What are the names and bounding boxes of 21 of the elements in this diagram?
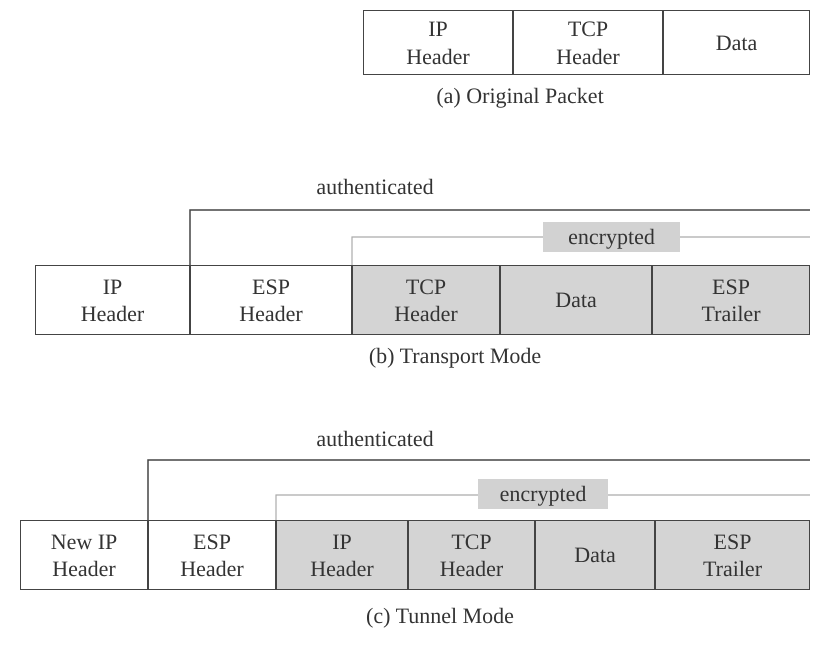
packet-field: ESP Trailer — [655, 520, 810, 590]
packet-field: Data — [663, 10, 810, 75]
packet-field: ESP Trailer — [652, 265, 810, 335]
shaded-label: encrypted — [543, 222, 680, 252]
packet-field: Data — [535, 520, 655, 590]
caption: (c) Tunnel Mode — [366, 603, 514, 629]
packet-field: TCP Header — [513, 10, 663, 75]
packet-field: TCP Header — [408, 520, 535, 590]
bracket-label: authenticated — [316, 426, 434, 452]
caption: (a) Original Packet — [436, 83, 604, 109]
packet-field: IP Header — [276, 520, 408, 590]
packet-field: ESP Header — [190, 265, 352, 335]
caption: (b) Transport Mode — [368, 343, 542, 369]
shaded-label: encrypted — [478, 479, 608, 509]
packet-field: IP Header — [363, 10, 513, 75]
packet-field: ESP Header — [148, 520, 276, 590]
packet-field: TCP Header — [352, 265, 500, 335]
packet-field: Data — [500, 265, 652, 335]
packet-field: IP Header — [35, 265, 190, 335]
packet-field: New IP Header — [20, 520, 148, 590]
bracket-label: authenticated — [316, 174, 434, 200]
